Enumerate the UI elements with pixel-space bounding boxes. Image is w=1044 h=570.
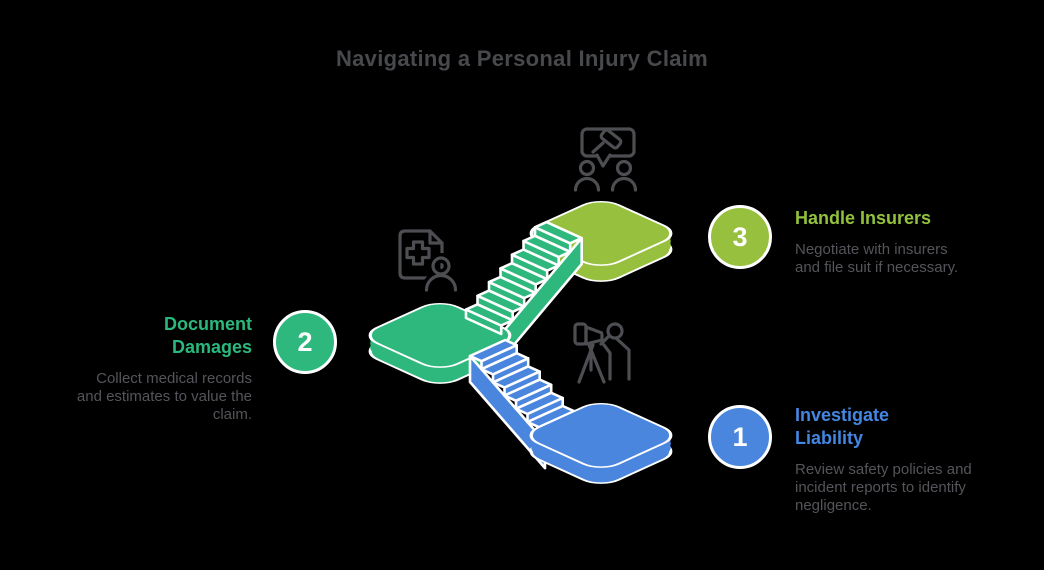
step-handle-insurers-panel: Handle Insurers Negotiate with insurers … xyxy=(795,207,1030,277)
step-heading: Investigate Liability xyxy=(795,405,890,448)
blue-staircase xyxy=(468,338,576,470)
page-title: Navigating a Personal Injury Claim xyxy=(335,46,709,71)
step-3-badge: 3 xyxy=(708,205,772,269)
step-2-badge: 2 xyxy=(273,310,337,374)
step-investigate-liability-panel: Investigate Liability Review safety poli… xyxy=(795,404,1030,515)
step-heading: Document Damages xyxy=(163,314,252,357)
investigator-telescope-icon xyxy=(573,319,631,384)
step-1-badge: 1 xyxy=(708,405,772,469)
step-document-damages-panel: Document Damages Collect medical records… xyxy=(40,313,252,424)
green-staircase-steps xyxy=(464,220,584,336)
medical-records-icon xyxy=(398,229,461,295)
step-description: Review safety policies and incident repo… xyxy=(795,461,972,514)
step-description: Negotiate with insurers and file suit if… xyxy=(795,241,959,276)
step-description: Collect medical records and estimates to… xyxy=(76,370,252,423)
platform-investigate-liability xyxy=(529,402,673,484)
step-heading: Handle Insurers xyxy=(795,208,932,228)
insurers-meeting-icon xyxy=(573,127,638,192)
